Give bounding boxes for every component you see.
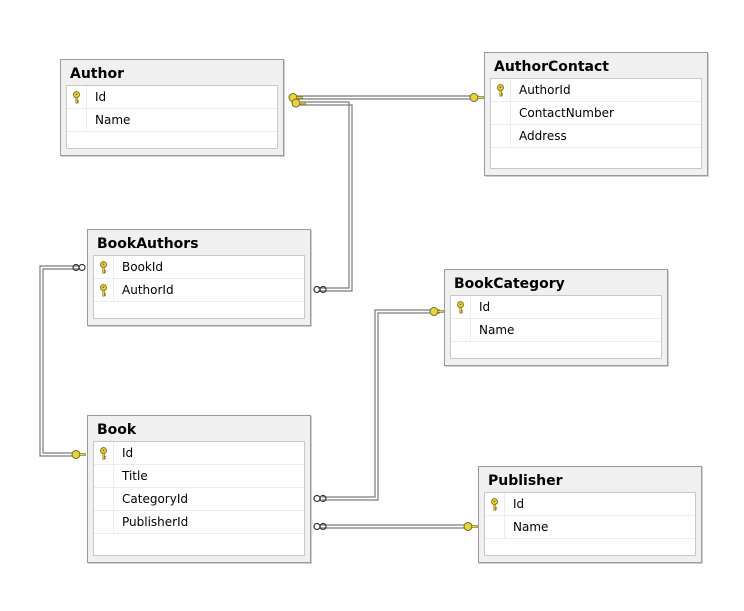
column-name: Address [519,129,567,143]
column-name: AuthorId [519,83,571,97]
primary-key-icon [491,497,498,510]
key-end-icon [463,522,478,531]
row-selector [491,79,511,101]
row-selector [485,493,505,515]
key-end-icon [71,450,86,459]
column-name: Name [513,520,549,534]
column-name: Id [513,497,525,511]
row-selector [451,296,471,318]
row-selector [94,442,114,464]
column-name: Name [479,323,515,337]
rel-book-bookauthors[interactable] [39,263,86,459]
row-selector [94,511,114,533]
primary-key-icon [100,283,107,296]
column-row[interactable]: Name [451,319,661,342]
column-name: ContactNumber [519,106,614,120]
column-row[interactable]: Name [485,516,695,539]
row-selector [491,125,511,147]
column-row[interactable]: BookId [94,256,304,279]
column-name: Id [479,300,491,314]
table-title: BookCategory [454,276,565,292]
column-row[interactable]: AuthorId [94,279,304,302]
row-selector [67,86,87,108]
column-name: PublisherId [122,515,189,529]
row-selector [67,109,87,131]
column-row[interactable]: ContactNumber [491,102,701,125]
column-row[interactable]: Id [485,493,695,516]
rel-publisher-book[interactable] [313,522,478,531]
column-name: Name [95,113,131,127]
table-title: BookAuthors [97,236,199,252]
column-row[interactable]: Address [491,125,701,148]
key-end-icon [291,98,306,108]
row-selector [451,319,471,341]
table-title: AuthorContact [494,59,609,75]
many-end-icon [313,494,327,503]
column-row[interactable]: Id [451,296,661,319]
key-end-icon [469,93,484,102]
row-selector [491,102,511,124]
row-selector [94,488,114,510]
rel-bookcategory-book[interactable] [313,307,444,503]
column-name: BookId [122,260,164,274]
table-title: Book [97,422,137,438]
primary-key-icon [73,90,80,103]
column-name: Id [122,446,134,460]
row-selector [94,256,114,278]
key-end-icon [429,307,444,316]
row-selector [94,279,114,301]
row-selector [94,465,114,487]
rel-author-authorcontact[interactable] [288,93,484,102]
primary-key-icon [457,300,464,313]
column-row[interactable]: Title [94,465,304,488]
table-title: Publisher [488,473,563,489]
table-title: Author [70,66,124,82]
row-selector [485,516,505,538]
column-name: CategoryId [122,492,188,506]
column-row[interactable]: Id [67,86,277,109]
column-row[interactable]: AuthorId [491,79,701,102]
column-name: Id [95,90,107,104]
column-row[interactable]: PublisherId [94,511,304,534]
column-row[interactable]: Id [94,442,304,465]
column-name: AuthorId [122,283,174,297]
column-name: Title [122,469,148,483]
column-row[interactable]: Name [67,109,277,132]
primary-key-icon [100,260,107,273]
column-row[interactable]: CategoryId [94,488,304,511]
primary-key-icon [497,83,504,96]
rel-author-bookauthors[interactable] [291,98,353,294]
primary-key-icon [100,446,107,459]
